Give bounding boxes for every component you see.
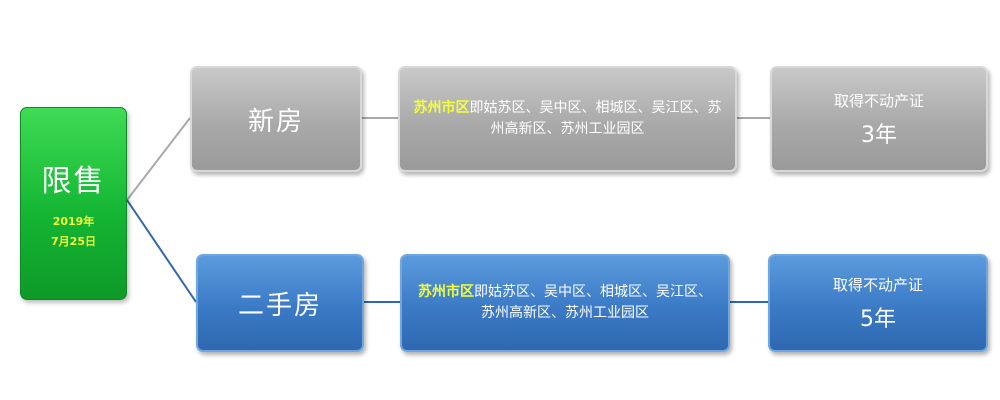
branch-new-area-rest: 即姑苏区、吴中区、相城区、吴江区、苏州高新区、苏州工业园区 [469, 100, 722, 137]
root-node: 限售 2019年 7月25日 [20, 107, 127, 300]
branch-new-area: 苏州市区即姑苏区、吴中区、相城区、吴江区、苏州高新区、苏州工业园区 [398, 66, 737, 172]
branch-second-area: 苏州市区即姑苏区、吴中区、相城区、吴江区、苏州高新区、苏州工业园区 [400, 254, 730, 352]
connector-root-second [126, 199, 197, 303]
branch-new-type: 新房 [190, 66, 362, 172]
branch-second-area-rest: 即姑苏区、吴中区、相城区、吴江区、苏州高新区、苏州工业园区 [474, 284, 712, 321]
connector-root-new [126, 117, 191, 201]
branch-new-area-highlight: 苏州市区 [413, 100, 470, 116]
branch-new-type-label: 新房 [247, 106, 304, 137]
branch-new-condition: 取得不动产证 3年 [770, 66, 988, 172]
root-date-line1: 2019年 [52, 214, 95, 228]
branch-second-condition-label: 取得不动产证 [832, 275, 923, 294]
branch-second-type: 二手房 [196, 254, 364, 352]
branch-second-condition-value: 5年 [860, 306, 896, 332]
branch-new-condition-value: 3年 [861, 122, 897, 148]
branch-second-type-label: 二手房 [237, 290, 322, 321]
branch-new-condition-label: 取得不动产证 [833, 91, 924, 110]
branch-new-area-text: 苏州市区即姑苏区、吴中区、相城区、吴江区、苏州高新区、苏州工业园区 [400, 98, 735, 140]
branch-second-condition: 取得不动产证 5年 [768, 254, 988, 352]
root-date-line2: 7月25日 [51, 234, 96, 248]
branch-second-area-highlight: 苏州市区 [418, 284, 474, 300]
branch-second-area-text: 苏州市区即姑苏区、吴中区、相城区、吴江区、苏州高新区、苏州工业园区 [402, 282, 728, 324]
root-title: 限售 [41, 163, 106, 199]
